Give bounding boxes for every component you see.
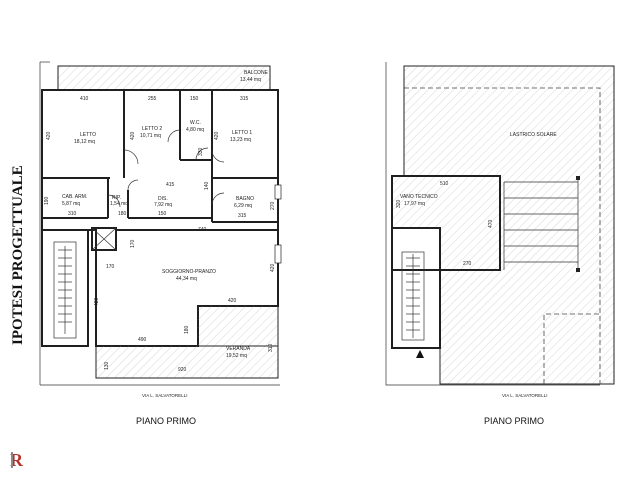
right-stair-core [391,227,441,349]
rip-area: 1,54 mq [110,201,128,207]
dim: 270 [270,201,276,210]
soggiorno-area: 44,34 mq [176,276,197,282]
dis-label: DIS. [158,196,168,202]
dim: 180 [184,325,190,334]
dim: 470 [488,219,494,228]
right-street-label: VIA L. SALVATORELLI [502,393,547,398]
dim: 130 [104,361,110,370]
bagno-label: BAGNO [236,196,254,202]
dim: 255 [148,96,157,102]
lastrico-solare-area [391,65,615,385]
dis-area: 7,92 mq [154,202,172,208]
letto1-area: 13,23 mq [230,137,251,143]
dim: 270 [463,261,472,267]
balcone-area-text: 13,44 mq [240,77,261,83]
dim: 150 [158,211,167,217]
dim: 420 [94,297,100,306]
cab-label: CAB. ARM. [62,194,87,200]
dim: 920 [178,367,187,373]
vano-tecnico [391,175,501,271]
dim: 150 [190,96,199,102]
dim: 310 [268,343,274,352]
veranda-label: VERANDA [226,346,251,352]
letto-label: LETTO [80,132,96,138]
balcone-area [57,65,271,91]
letto-area: 18,12 mq [74,139,95,145]
dim: 330 [198,147,204,156]
dim: 315 [240,96,249,102]
vano-area: 17,97 mq [404,201,425,207]
logo-text: R [10,450,24,470]
dim: 190 [44,196,50,205]
letto1-label: LETTO 1 [232,130,252,136]
north-arrow-icon [416,350,424,358]
balcone-label: BALCONE [244,70,269,76]
dim: 740 [198,227,207,233]
dim: 315 [238,213,247,219]
dim: 415 [166,182,175,188]
cab-area: 5,87 mq [62,201,80,207]
lastrico-label: LASTRICO SOLARE [510,132,557,138]
left-street-label: VIA L. SALVATORELLI [142,393,187,398]
dim: 510 [440,181,449,187]
stair-core [41,229,89,347]
dim: 170 [106,264,115,270]
dim: 320 [396,199,402,208]
bagno-area: 6,29 mq [234,203,252,209]
dim: 420 [270,263,276,272]
side-title: IPOTESI PROGETTUALE [10,165,26,345]
rip-label: RIP. [112,195,121,201]
left-plan-title: PIANO PRIMO [136,416,196,426]
pergola [503,176,579,270]
dim: 410 [80,96,89,102]
dim: 490 [138,337,147,343]
dim: 420 [130,131,136,140]
letto2-label: LETTO 2 [142,126,162,132]
dim: 420 [46,131,52,140]
vano-label: VANO TECNICO [400,194,438,200]
dim: 180 [118,211,127,217]
right-plan-title: PIANO PRIMO [484,416,544,426]
dim: 310 [68,211,77,217]
elevator [91,227,117,251]
wc-label: W.C. [190,120,201,126]
veranda-area [95,305,279,379]
logo: R [10,450,24,470]
soggiorno-label: SOGGIORNO-PRANZO [162,269,216,275]
dim: 170 [130,239,136,248]
wc-area: 4,80 mq [186,127,204,133]
dim: 420 [214,131,220,140]
letto2-area: 10,71 mq [140,133,161,139]
dim: 140 [204,181,210,190]
dim: 420 [228,298,237,304]
veranda-area-text: 19,52 mq [226,353,247,359]
right-plan: LASTRICO SOLARE VANO TECNICO 17,97 mq 51… [385,62,615,426]
left-plan: BALCONE 13,44 mq [39,61,282,426]
